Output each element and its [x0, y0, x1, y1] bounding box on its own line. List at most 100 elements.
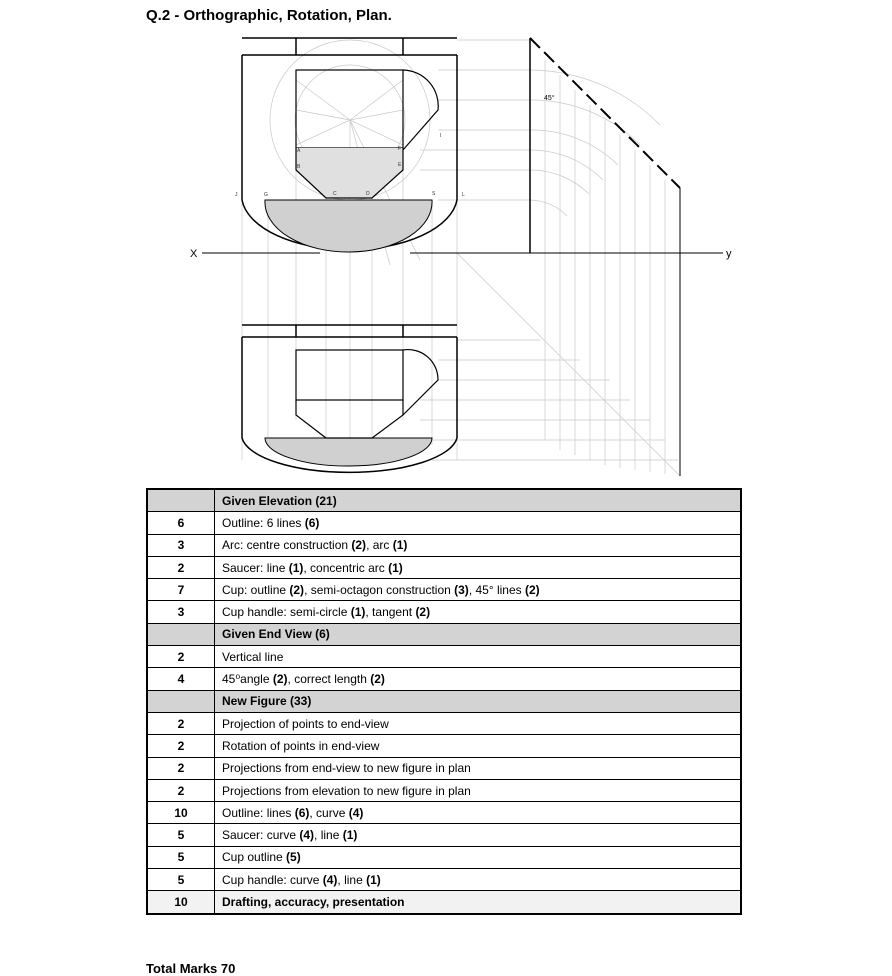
elevation-view — [241, 37, 458, 253]
description-text: , correct length — [287, 672, 371, 687]
construction-lines — [241, 39, 681, 477]
table-row: 10 Drafting, accuracy, presentation — [146, 890, 742, 915]
description-text: (1) — [392, 538, 408, 553]
description-text: (2) — [272, 672, 288, 687]
marks-cell: 6 — [146, 511, 215, 535]
description-text: (1) — [342, 828, 358, 843]
table-row: 2 Projection of points to end-view — [146, 711, 742, 736]
description-cell: Projections from elevation to new figure… — [214, 778, 742, 803]
point-label: F — [398, 146, 401, 152]
marks-cell: 3 — [146, 533, 215, 557]
marks-cell — [146, 622, 215, 647]
question-title: Q.2 - Orthographic, Rotation, Plan. — [146, 7, 392, 24]
description-text: , 45° lines — [468, 582, 525, 597]
description-cell: Outline: lines (6), curve (4) — [214, 801, 742, 825]
description-text: , line — [337, 872, 367, 887]
description-text: (6) — [304, 515, 320, 530]
description-text: (6) — [294, 805, 310, 820]
handle-shape — [402, 69, 439, 151]
description-cell: Cup: outline (2), semi-octagon construct… — [214, 578, 742, 602]
description-cell: Saucer: curve (4), line (1) — [214, 823, 742, 847]
marks-cell: 2 — [146, 645, 215, 669]
description-cell: Arc: centre construction (2), arc (1) — [214, 533, 742, 557]
marks-cell: 2 — [146, 778, 215, 803]
description-text: (4) — [348, 805, 364, 820]
description-text: (4) — [322, 872, 338, 887]
cup-shape — [295, 69, 404, 149]
description-cell: Cup handle: curve (4), line (1) — [214, 868, 742, 892]
point-label: B — [297, 164, 301, 170]
description-text: Saucer: curve — [222, 828, 300, 843]
marks-cell — [146, 689, 215, 713]
section-header-row: Given End View (6) — [146, 622, 742, 647]
description-text: Outline: 6 lines — [222, 515, 305, 530]
description-cell: New Figure (33) — [214, 689, 742, 713]
description-cell: Given End View (6) — [214, 622, 742, 647]
description-cell: Rotation of points in end-view — [214, 734, 742, 758]
description-text: Cup outline — [222, 850, 287, 865]
angle-label: 45° — [544, 94, 555, 102]
description-cell: Cup handle: semi-circle (1), tangent (2) — [214, 600, 742, 624]
description-cell: Outline: 6 lines (6) — [214, 511, 742, 535]
description-text: Drafting, accuracy, presentation — [222, 894, 405, 909]
marks-cell: 7 — [146, 578, 215, 602]
description-text: (1) — [288, 560, 304, 575]
table-row: 2 Projections from end-view to new figure… — [146, 756, 742, 780]
description-text: (2) — [415, 605, 431, 620]
table-row: 4 45⁰angle (2), correct length (2) — [146, 667, 742, 691]
description-text: 45⁰angle — [222, 672, 273, 687]
description-text: (3) — [454, 582, 469, 597]
plan-view — [241, 324, 458, 474]
description-text: Saucer: line — [222, 560, 289, 575]
point-label: G — [264, 192, 268, 198]
end-view — [529, 37, 681, 476]
point-label: I — [440, 133, 441, 139]
axis-label-x: X — [190, 248, 198, 260]
description-text: Projection of points to end-view — [222, 716, 389, 731]
marks-cell: 10 — [146, 890, 215, 915]
description-text: , concentric arc — [303, 560, 389, 575]
marks-cell: 2 — [146, 756, 215, 780]
description-cell: Cup outline (5) — [214, 845, 742, 870]
marks-cell: 3 — [146, 600, 215, 624]
point-label: D — [366, 191, 370, 197]
description-text: (1) — [350, 605, 366, 620]
description-cell: Given Elevation (21) — [214, 488, 742, 513]
description-text: Given Elevation (21) — [222, 493, 337, 508]
description-text: Projections from end-view to new figure … — [222, 761, 471, 776]
description-text: , arc — [366, 538, 393, 553]
section-header-row: New Figure (33) — [146, 689, 742, 713]
description-text: , semi-octagon construction — [304, 582, 455, 597]
marks-cell: 2 — [146, 711, 215, 736]
point-label: L — [462, 192, 465, 198]
description-text: (2) — [370, 672, 385, 687]
marks-cell: 4 — [146, 667, 215, 691]
description-text: Rotation of points in end-view — [222, 738, 380, 753]
description-text: Cup handle: curve — [222, 872, 323, 887]
point-label: J — [235, 192, 238, 198]
description-text: (4) — [299, 828, 315, 843]
description-text: (1) — [388, 560, 403, 575]
marks-cell: 5 — [146, 823, 215, 847]
section-header-row: Given Elevation (21) — [146, 488, 742, 513]
table-row: 2 Saucer: line (1), concentric arc (1) — [146, 555, 742, 580]
marks-cell: 5 — [146, 845, 215, 870]
description-text: , line — [314, 828, 343, 843]
marks-cell: 2 — [146, 555, 215, 580]
description-text: , curve — [309, 805, 349, 820]
point-label: C — [333, 191, 337, 197]
description-text: (1) — [366, 872, 381, 887]
description-text: Cup: outline — [222, 582, 290, 597]
point-label: A — [297, 148, 301, 154]
